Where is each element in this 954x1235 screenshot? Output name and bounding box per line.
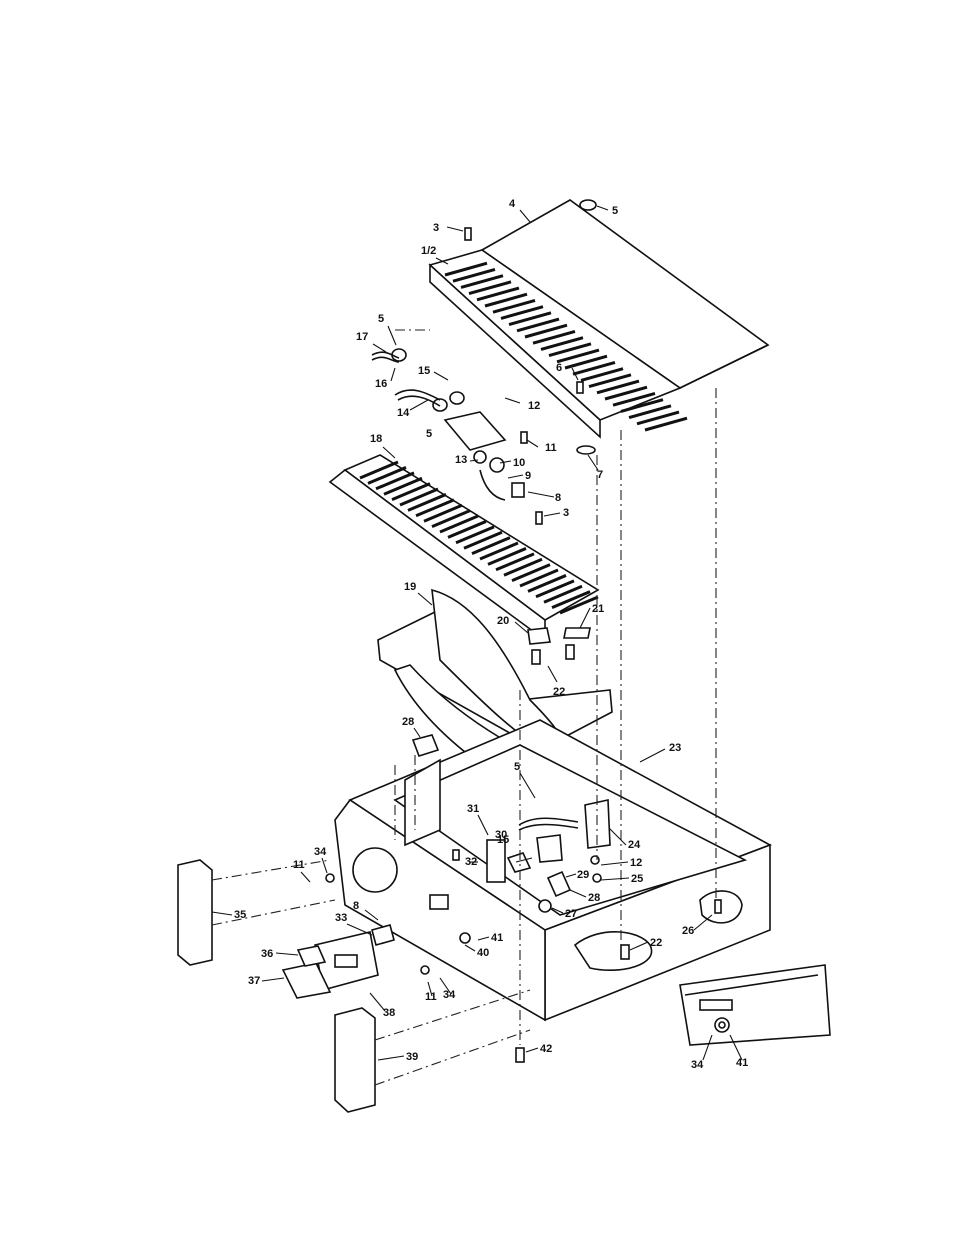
- label-20: 20: [497, 615, 509, 627]
- detail-inset: [680, 965, 830, 1045]
- label-3-top: 3: [433, 222, 439, 234]
- label-34-left: 34: [314, 846, 327, 858]
- label-12-top: 12: [528, 400, 540, 412]
- label-35: 35: [234, 909, 246, 921]
- label-17: 17: [356, 331, 368, 343]
- label-16: 16: [375, 378, 387, 390]
- label-41: 41: [491, 932, 503, 944]
- leader-line: [262, 978, 284, 981]
- front-leg-39: [335, 1008, 375, 1112]
- label-38: 38: [383, 1007, 395, 1019]
- label-31: 31: [467, 803, 479, 815]
- label-27: 27: [565, 908, 577, 920]
- label-23: 23: [669, 742, 681, 754]
- label-28-base: 28: [588, 892, 600, 904]
- leader-line: [526, 1048, 538, 1052]
- leader-line: [505, 398, 520, 403]
- leader-line: [508, 475, 523, 478]
- label-40: 40: [477, 947, 489, 959]
- label-29: 29: [577, 869, 589, 881]
- leader-line: [414, 728, 420, 737]
- label-5-top: 5: [612, 205, 618, 217]
- label-11-left: 11: [293, 859, 305, 871]
- knob-33: [372, 925, 394, 945]
- label-19: 19: [404, 581, 416, 593]
- leader-line: [378, 1056, 404, 1060]
- leader-line: [544, 513, 560, 516]
- leader-line: [388, 326, 396, 345]
- label-11-top: 11: [545, 442, 557, 454]
- leader-line: [383, 447, 395, 458]
- label-8-base: 8: [353, 900, 359, 912]
- bracket-plate: [445, 412, 505, 450]
- label-42: 42: [540, 1043, 552, 1055]
- label-26: 26: [682, 925, 694, 937]
- leader-line: [301, 872, 310, 882]
- label-15-base: 15: [497, 834, 509, 846]
- leader-line: [410, 400, 428, 410]
- label-4: 4: [509, 198, 516, 210]
- label-32: 32: [465, 856, 477, 868]
- leader-line: [640, 749, 665, 762]
- label-37: 37: [248, 975, 260, 987]
- label-1-2: 1/2: [421, 245, 436, 257]
- label-8-top: 8: [555, 492, 561, 504]
- label-5-base: 5: [514, 761, 520, 773]
- leader-line: [528, 492, 554, 497]
- leader-line: [418, 593, 432, 605]
- leader-line: [434, 372, 448, 380]
- label-18: 18: [370, 433, 382, 445]
- leader-line: [391, 368, 395, 381]
- label-5-mid: 5: [426, 428, 432, 440]
- label-24: 24: [628, 839, 641, 851]
- leader-line: [373, 344, 386, 352]
- label-25: 25: [631, 873, 643, 885]
- label-3-mid: 3: [563, 507, 569, 519]
- label-39: 39: [406, 1051, 418, 1063]
- label-5-left: 5: [378, 313, 384, 325]
- leader-line: [276, 953, 298, 955]
- label-21: 21: [592, 603, 604, 615]
- label-34-inset: 34: [691, 1059, 704, 1071]
- label-22-base: 22: [650, 937, 662, 949]
- leader-line: [580, 608, 590, 628]
- leader-line: [597, 206, 608, 210]
- label-12-base: 12: [630, 857, 642, 869]
- label-28-top: 28: [402, 716, 414, 728]
- label-9: 9: [525, 470, 531, 482]
- label-14: 14: [397, 407, 410, 419]
- label-6: 6: [556, 362, 562, 374]
- leader-line: [447, 227, 463, 231]
- base-housing: [335, 720, 770, 1020]
- label-10: 10: [513, 457, 525, 469]
- leader-line: [520, 210, 530, 222]
- leader-line: [548, 666, 557, 682]
- label-13: 13: [455, 454, 467, 466]
- label-15-top: 15: [418, 365, 430, 377]
- label-22-top: 22: [553, 686, 565, 698]
- label-33: 33: [335, 912, 347, 924]
- leader-line: [347, 924, 372, 935]
- label-41-inset: 41: [736, 1057, 748, 1069]
- label-11-low: 11: [425, 991, 437, 1003]
- leader-line: [212, 912, 232, 915]
- label-36: 36: [261, 948, 273, 960]
- label-7: 7: [597, 469, 603, 481]
- leader-line: [527, 440, 538, 447]
- left-leg-35: [178, 860, 212, 965]
- label-34-low: 34: [443, 989, 456, 1001]
